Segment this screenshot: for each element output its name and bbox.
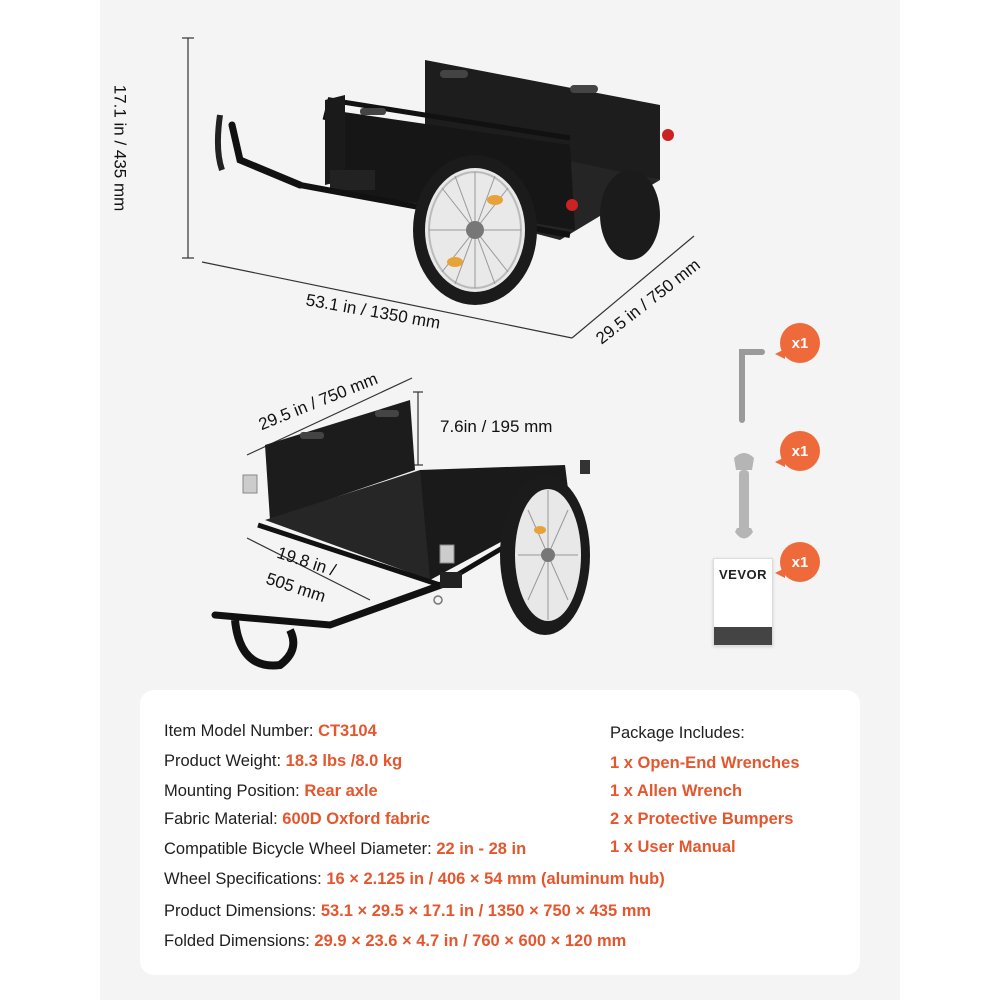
spec-row-fabric: Fabric Material: 600D Oxford fabric: [164, 810, 430, 829]
dim-cargo-height: 7.6in / 195 mm: [440, 417, 553, 436]
trailer-bottom-image: [211, 377, 590, 670]
spec-row-wheel-spec: Wheel Specifications: 16 × 2.125 in / 40…: [164, 870, 665, 889]
spec-label: Mounting Position:: [164, 782, 305, 800]
dim-height-total: 17.1 in / 435 mm: [110, 84, 130, 212]
spec-row-mounting: Mounting Position: Rear axle: [164, 782, 378, 801]
spec-label: Product Dimensions:: [164, 902, 321, 920]
open-end-wrench-icon: [734, 453, 754, 539]
manual-footer: [714, 627, 772, 645]
product-illustration: [182, 37, 765, 670]
spec-value: 600D Oxford fabric: [282, 810, 430, 828]
count-badge-user-manual: x1: [775, 542, 820, 582]
package-item: 1 x Open-End Wrenches: [610, 754, 800, 772]
spec-label: Product Weight:: [164, 752, 286, 770]
count-badge-open-end-wrench: x1: [775, 431, 820, 471]
spec-row-folded-dims: Folded Dimensions: 29.9 × 23.6 × 4.7 in …: [164, 932, 626, 951]
spec-value: 29.9 × 23.6 × 4.7 in / 760 × 600 × 120 m…: [314, 932, 627, 950]
spec-card: Item Model Number: CT3104 Product Weight…: [140, 690, 860, 975]
user-manual-image: VEVOR: [713, 558, 773, 646]
spec-row-product-dims: Product Dimensions: 53.1 × 29.5 × 17.1 i…: [164, 902, 651, 921]
spec-value: 22 in - 28 in: [436, 840, 527, 858]
package-item: 1 x Allen Wrench: [610, 782, 743, 800]
spec-value: 18.3 lbs /8.0 kg: [285, 752, 403, 770]
spec-value: CT3104: [318, 722, 377, 740]
spec-value: 53.1 × 29.5 × 17.1 in / 1350 × 750 × 435…: [320, 902, 652, 920]
package-item: 1 x User Manual: [610, 838, 736, 856]
spec-label: Folded Dimensions:: [164, 932, 315, 950]
spec-row-weight: Product Weight: 18.3 lbs /8.0 kg: [164, 752, 402, 771]
package-title: Package Includes:: [610, 724, 745, 742]
allen-wrench-icon: [739, 349, 765, 423]
manual-brand-logo: VEVOR: [718, 567, 767, 582]
spec-value: 16 × 2.125 in / 406 × 54 mm (aluminum hu…: [326, 870, 665, 888]
spec-label: Compatible Bicycle Wheel Diameter:: [164, 840, 437, 858]
spec-label: Wheel Specifications:: [164, 870, 327, 888]
spec-label: Fabric Material:: [164, 810, 283, 828]
package-item: 2 x Protective Bumpers: [610, 810, 794, 828]
spec-row-wheel-diameter: Compatible Bicycle Wheel Diameter: 22 in…: [164, 840, 526, 859]
spec-row-model: Item Model Number: CT3104: [164, 722, 377, 741]
spec-label: Item Model Number:: [164, 722, 319, 740]
trailer-top-image: [182, 37, 695, 339]
spec-value: Rear axle: [304, 782, 378, 800]
count-badge-allen-wrench: x1: [775, 323, 820, 363]
